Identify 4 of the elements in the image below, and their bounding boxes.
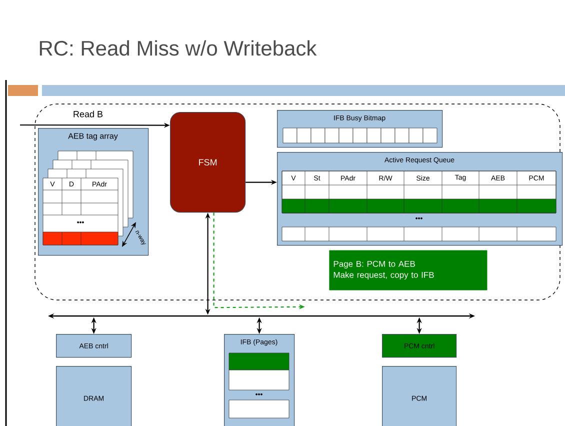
note-box: Page B: PCM to AEB Make request, copy to IFB — [329, 250, 488, 290]
edge-label: Read B — [74, 110, 103, 118]
slide-title: RC: Read Miss w/o Writeback — [40, 40, 317, 56]
state-machine-block: FSM — [170, 112, 246, 213]
